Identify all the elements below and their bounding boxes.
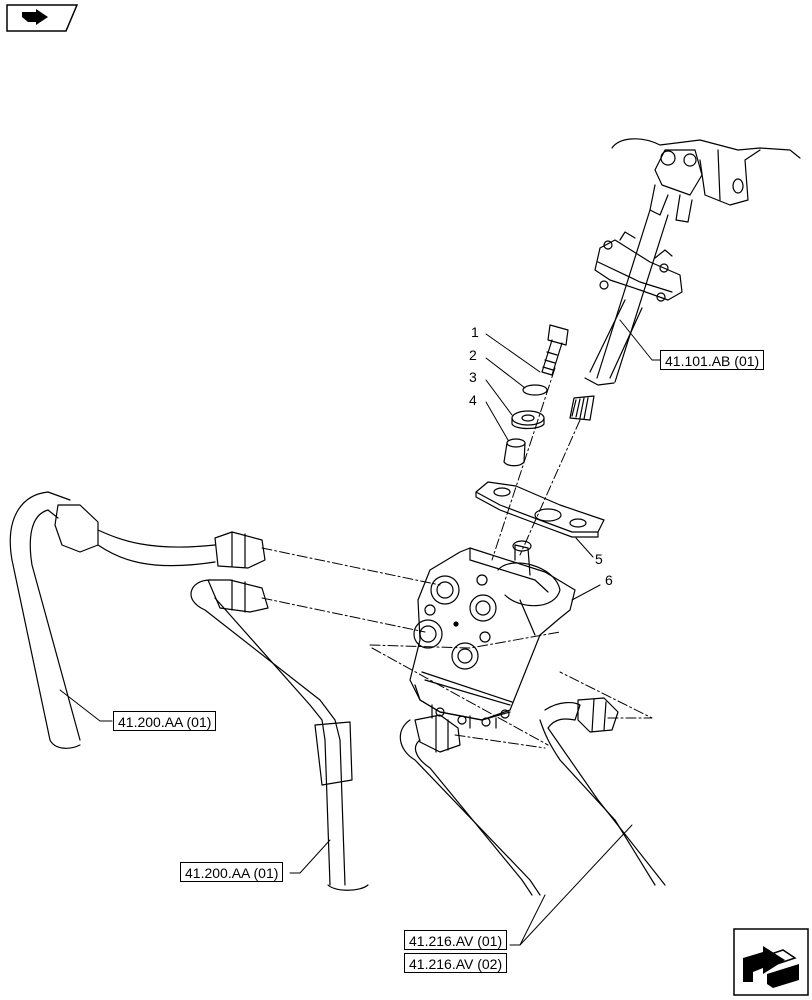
previous-page-icon[interactable]	[6, 4, 78, 32]
ref-hose-center[interactable]: 41.200.AA (01)	[180, 862, 284, 882]
callout-4: 4	[469, 392, 477, 408]
callout-6: 6	[605, 572, 613, 588]
ref-hose-left[interactable]: 41.200.AA (01)	[113, 711, 217, 731]
bolt-part	[541, 324, 569, 376]
callout-2: 2	[469, 347, 477, 363]
ref-pipe-2[interactable]: 41.216.AV (02)	[404, 953, 508, 973]
ref-pipe-1[interactable]: 41.216.AV (01)	[404, 930, 508, 950]
callout-5: 5	[595, 551, 603, 567]
washer-part	[522, 384, 548, 396]
flange-plate	[475, 481, 605, 538]
pipe-2	[539, 697, 666, 886]
steering-column	[569, 138, 801, 421]
next-page-icon[interactable]	[733, 928, 809, 996]
hose-center	[190, 579, 369, 891]
ref-steering-column[interactable]: 41.101.AB (01)	[660, 350, 765, 370]
callout-1: 1	[471, 324, 479, 340]
spacer-part	[503, 438, 526, 467]
bushing-part	[511, 410, 545, 430]
pipe-1	[399, 714, 541, 896]
hose-left	[9, 491, 266, 749]
callout-3: 3	[469, 369, 477, 385]
steering-unit	[409, 540, 576, 729]
